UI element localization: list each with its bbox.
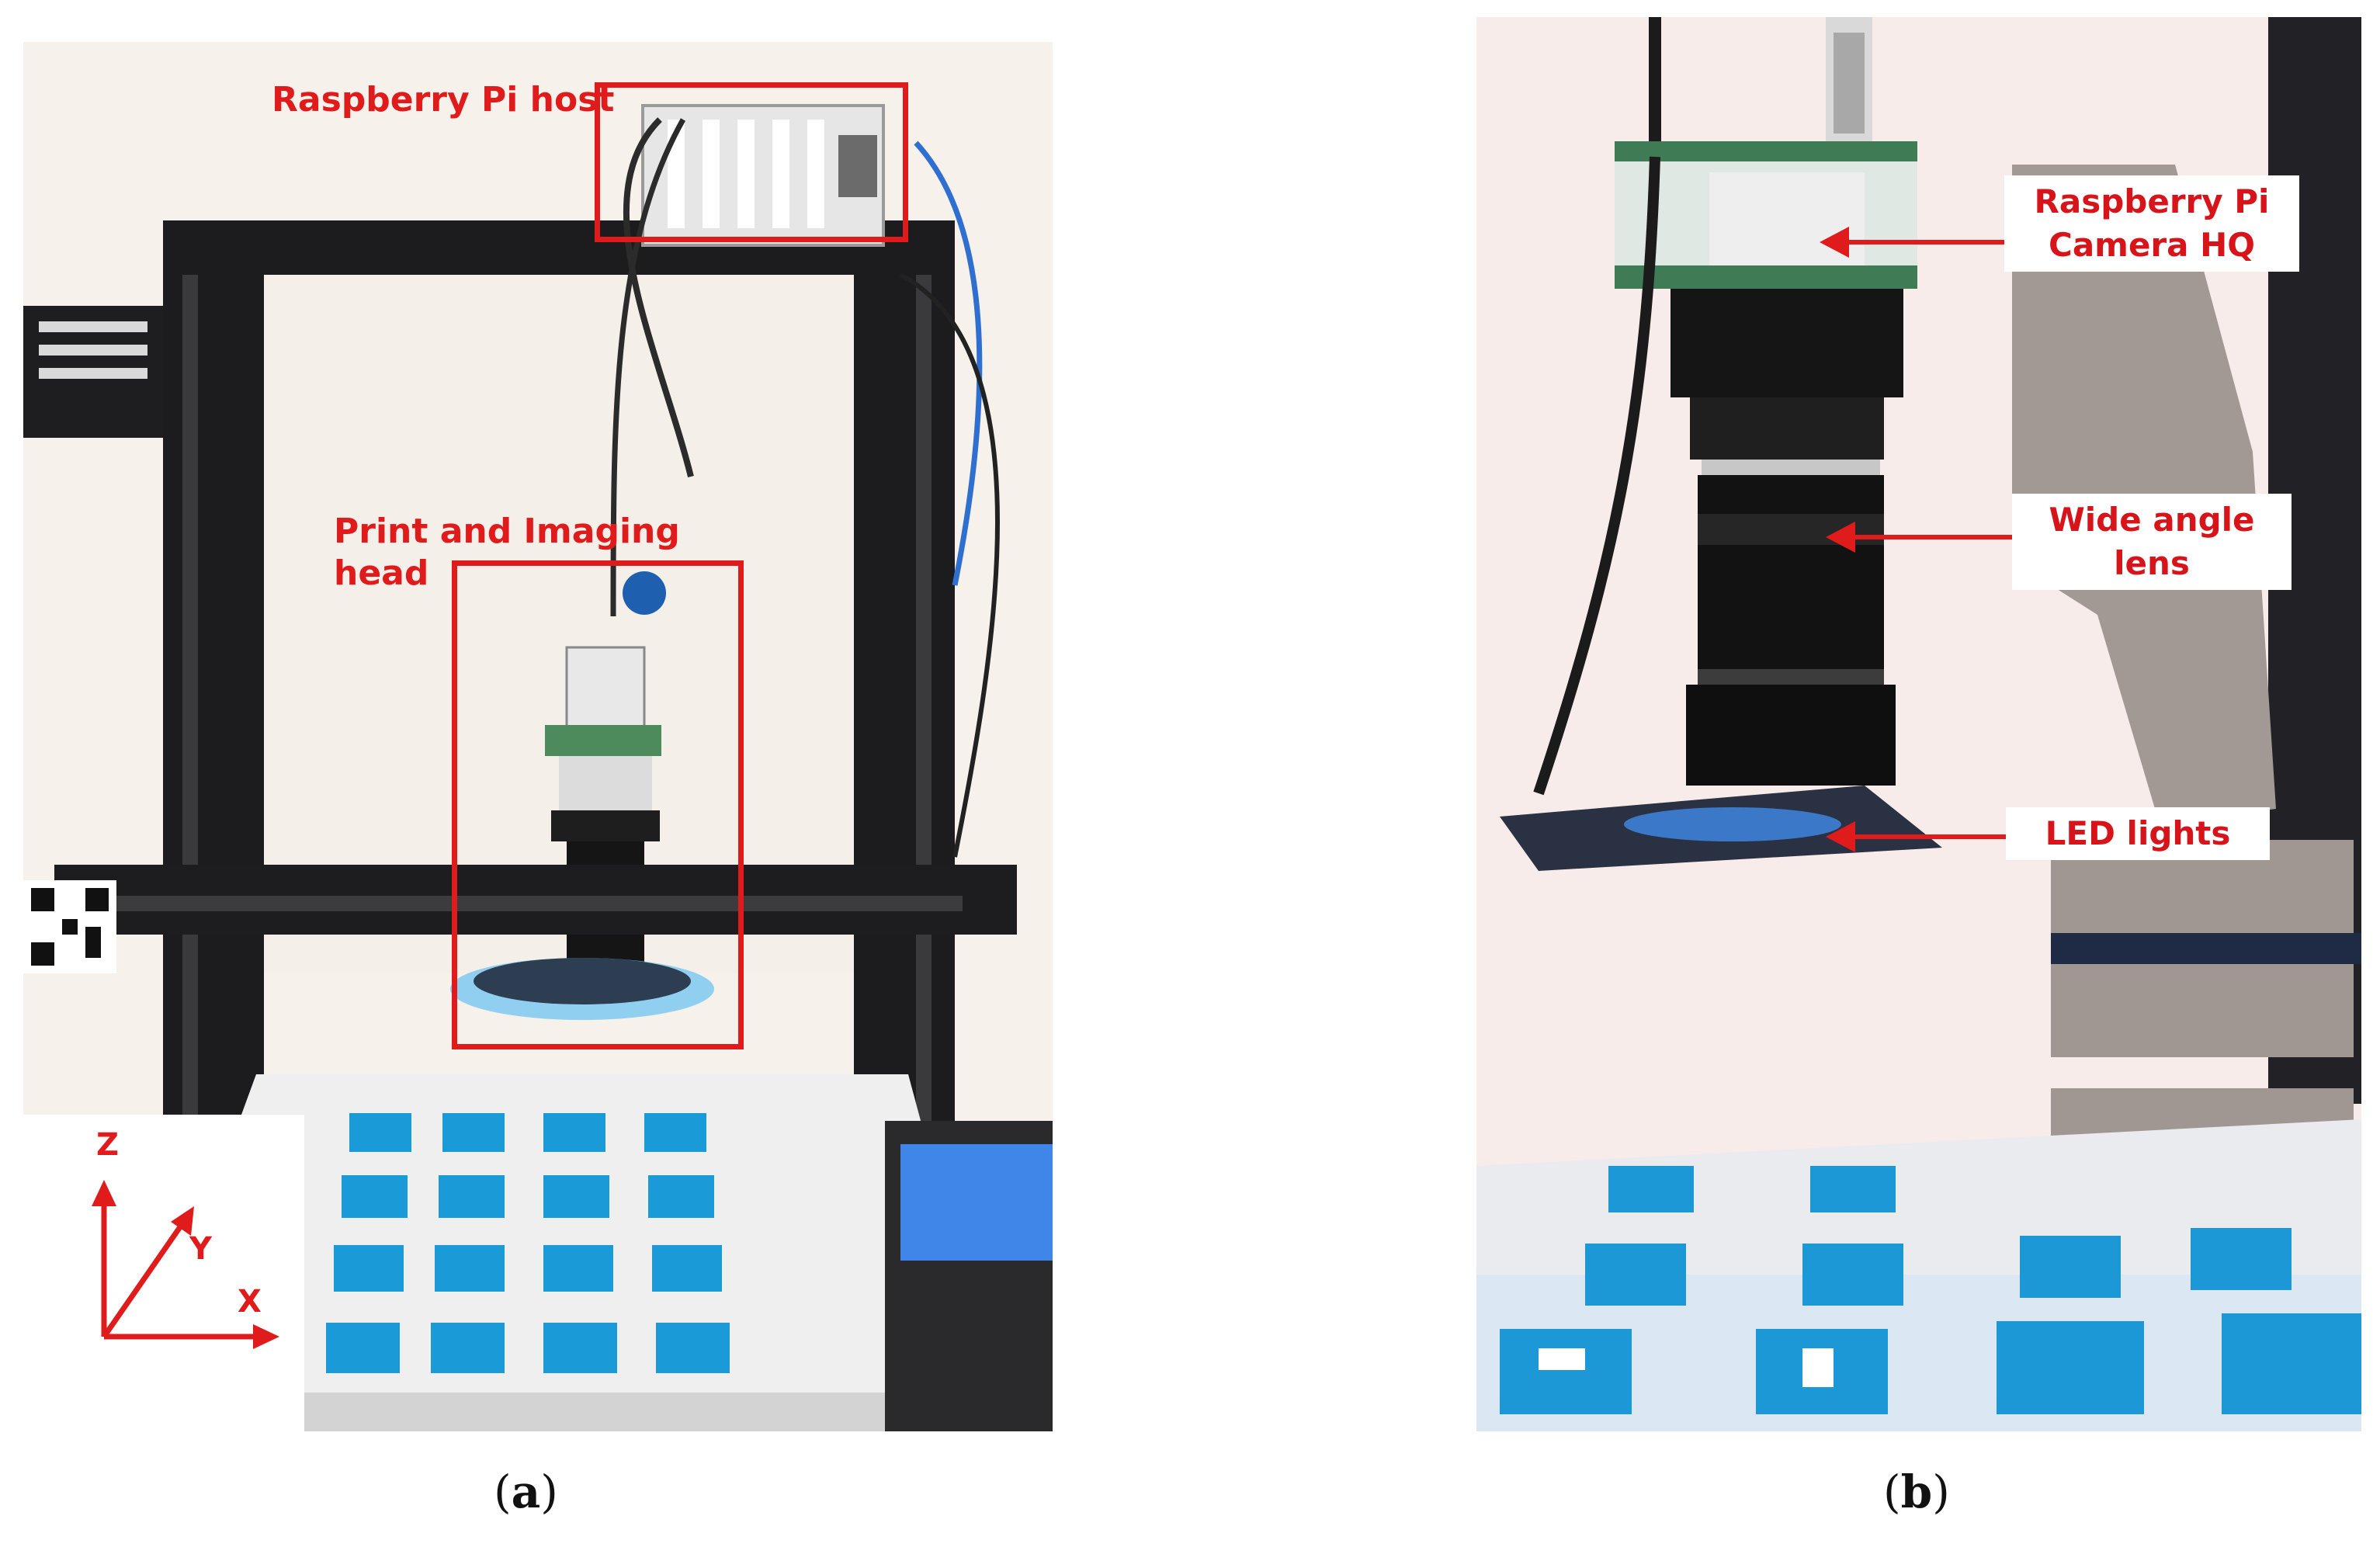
camera-closeup-illustration — [1476, 17, 2361, 1431]
led-callout: LED lights — [2006, 807, 2270, 860]
camera-arrow — [1820, 227, 2074, 258]
caption-a: (a) — [494, 1466, 558, 1518]
pi-host-box — [595, 82, 908, 242]
caption-b-letter: b — [1900, 1466, 1933, 1518]
pi-host-label: Raspberry Pi host — [272, 80, 615, 120]
axis-z-label: Z — [96, 1127, 120, 1163]
panel-b-photo: Raspberry Pi Camera HQ Wide angle lens L… — [1476, 17, 2361, 1431]
camera-callout-line2: Camera HQ — [2049, 226, 2255, 264]
camera-callout-line1: Raspberry Pi — [2034, 182, 2270, 220]
lens-callout: Wide angle lens — [2012, 494, 2292, 590]
caption-a-letter: a — [511, 1466, 541, 1518]
axis-y-label: Y — [189, 1231, 212, 1267]
led-callout-text: LED lights — [2045, 814, 2231, 852]
print-head-label-line2: head — [334, 553, 429, 593]
panel-a-photo: Raspberry Pi host Print and Imaging head… — [23, 42, 1053, 1431]
lens-callout-line2: lens — [2114, 544, 2190, 582]
lens-arrow — [1826, 522, 2082, 553]
led-arrow — [1826, 821, 2097, 852]
lens-callout-line1: Wide angle — [2049, 501, 2255, 539]
printer-photo-illustration — [23, 42, 1053, 1431]
print-head-box — [452, 560, 744, 1049]
camera-callout: Raspberry Pi Camera HQ — [2004, 175, 2299, 272]
axis-x-label: X — [238, 1284, 262, 1320]
caption-b: (b) — [1883, 1466, 1950, 1518]
print-head-label-line1: Print and Imaging — [334, 512, 680, 551]
